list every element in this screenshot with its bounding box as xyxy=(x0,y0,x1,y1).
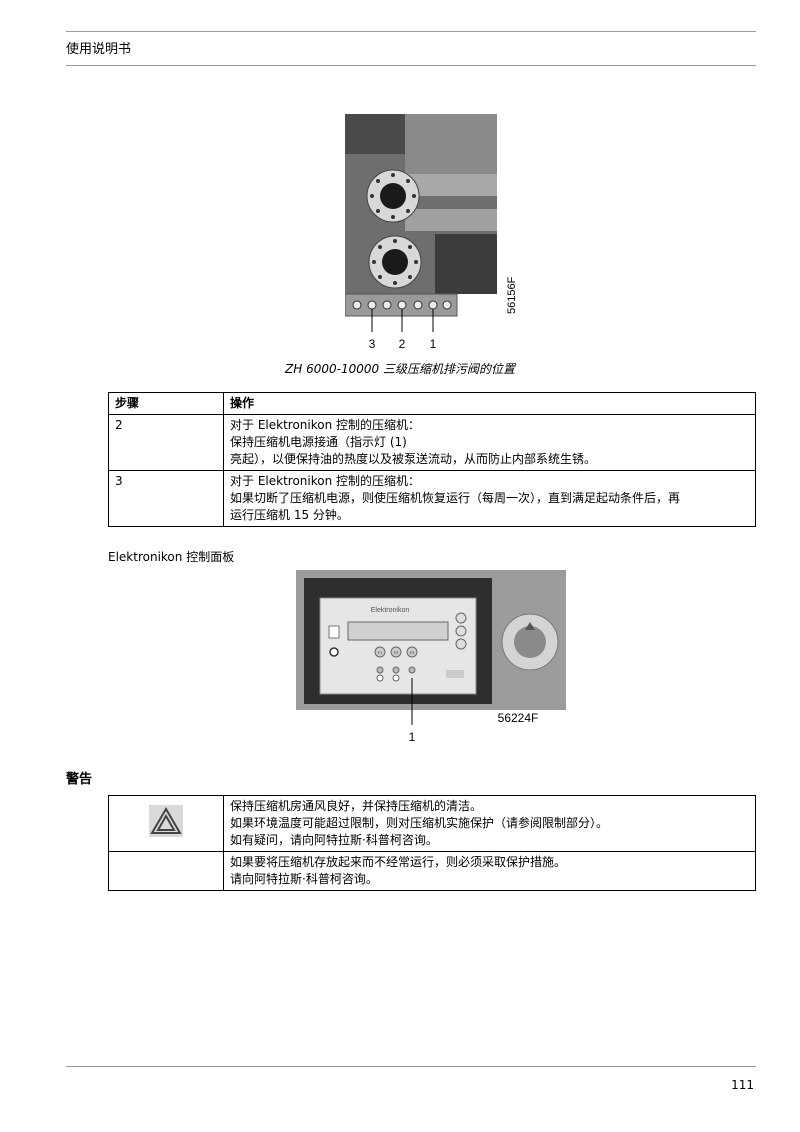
panel-callout: 1 xyxy=(409,730,416,744)
callout-2: 2 xyxy=(399,337,406,351)
warning-heading: 警告 xyxy=(66,772,93,787)
action-line: 保持压缩机电源接通（指示灯 (1) xyxy=(230,435,407,449)
table-row: 保持压缩机房通风良好，并保持压缩机的清洁。 如果环境温度可能超过限制，则对压缩机… xyxy=(108,795,756,852)
warning-line: 如有疑问，请向阿特拉斯·科普柯咨询。 xyxy=(230,833,438,847)
header-rule-bottom xyxy=(66,65,756,66)
warning-line: 请向阿特拉斯·科普柯咨询。 xyxy=(230,872,378,886)
action-line: 如果切断了压缩机电源，则使压缩机恢复运行（每周一次），直到满足起动条件后，再 xyxy=(230,491,681,505)
steps-table: 步骤 操作 2 对于 Elektronikon 控制的压缩机： 保持压缩机电源接… xyxy=(108,392,756,527)
warning-line: 如果环境温度可能超过限制，则对压缩机实施保护（请参阅限制部分）。 xyxy=(230,816,609,830)
step-number: 2 xyxy=(108,414,224,471)
table-row: 如果要将压缩机存放起来而不经常运行，则必须采取保护措施。 请向阿特拉斯·科普柯咨… xyxy=(108,851,756,891)
table-row: 2 对于 Elektronikon 控制的压缩机： 保持压缩机电源接通（指示灯 … xyxy=(108,414,756,471)
step-action: 对于 Elektronikon 控制的压缩机： 保持压缩机电源接通（指示灯 (1… xyxy=(223,414,756,471)
key-f3: F3 xyxy=(410,650,415,655)
header-rule-top xyxy=(66,31,756,32)
key-f2: F2 xyxy=(394,650,399,655)
document-header-title: 使用说明书 xyxy=(66,42,132,57)
callout-3: 3 xyxy=(369,337,376,351)
header-action: 操作 xyxy=(223,392,756,415)
warnings-table: 保持压缩机房通风良好，并保持压缩机的清洁。 如果环境温度可能超过限制，则对压缩机… xyxy=(108,795,756,891)
callout-1: 1 xyxy=(430,337,437,351)
panel-code: 56224F xyxy=(498,711,539,725)
page-number: 111 xyxy=(731,1078,754,1092)
control-panel-photo: Elektronikon F1 F2 F3 1 56224F xyxy=(296,570,566,745)
panel-brand: Elektronikon xyxy=(371,607,410,614)
warning-icon-cell xyxy=(108,795,224,852)
step-number: 3 xyxy=(108,470,224,527)
header-step: 步骤 xyxy=(108,392,224,415)
action-line: 亮起），以便保持油的热度以及被泵送流动，从而防止内部系统生锈。 xyxy=(230,452,597,466)
warning-text: 保持压缩机房通风良好，并保持压缩机的清洁。 如果环境温度可能超过限制，则对压缩机… xyxy=(223,795,756,852)
panel-section-label: Elektronikon 控制面板 xyxy=(108,550,235,564)
footer-rule xyxy=(66,1066,756,1067)
action-line: 运行压缩机 15 分钟。 xyxy=(230,508,349,522)
warning-text: 如果要将压缩机存放起来而不经常运行，则必须采取保护措施。 请向阿特拉斯·科普柯咨… xyxy=(223,851,756,891)
key-f1: F1 xyxy=(378,650,383,655)
table-header-row: 步骤 操作 xyxy=(108,392,756,415)
action-line: 对于 Elektronikon 控制的压缩机： xyxy=(230,418,421,432)
warning-line: 保持压缩机房通风良好，并保持压缩机的清洁。 xyxy=(230,799,483,813)
warning-triangle-icon xyxy=(149,805,183,837)
warning-line: 如果要将压缩机存放起来而不经常运行，则必须采取保护措施。 xyxy=(230,855,567,869)
figure-code: 56156F xyxy=(506,276,518,314)
action-line: 对于 Elektronikon 控制的压缩机： xyxy=(230,474,421,488)
figure-caption: ZH 6000-10000 三级压缩机排污阀的位置 xyxy=(285,362,515,376)
empty-icon-cell xyxy=(108,851,224,891)
table-row: 3 对于 Elektronikon 控制的压缩机： 如果切断了压缩机电源，则使压… xyxy=(108,470,756,527)
step-action: 对于 Elektronikon 控制的压缩机： 如果切断了压缩机电源，则使压缩机… xyxy=(223,470,756,527)
drain-valve-photo: 3 2 1 56156F xyxy=(344,114,525,354)
